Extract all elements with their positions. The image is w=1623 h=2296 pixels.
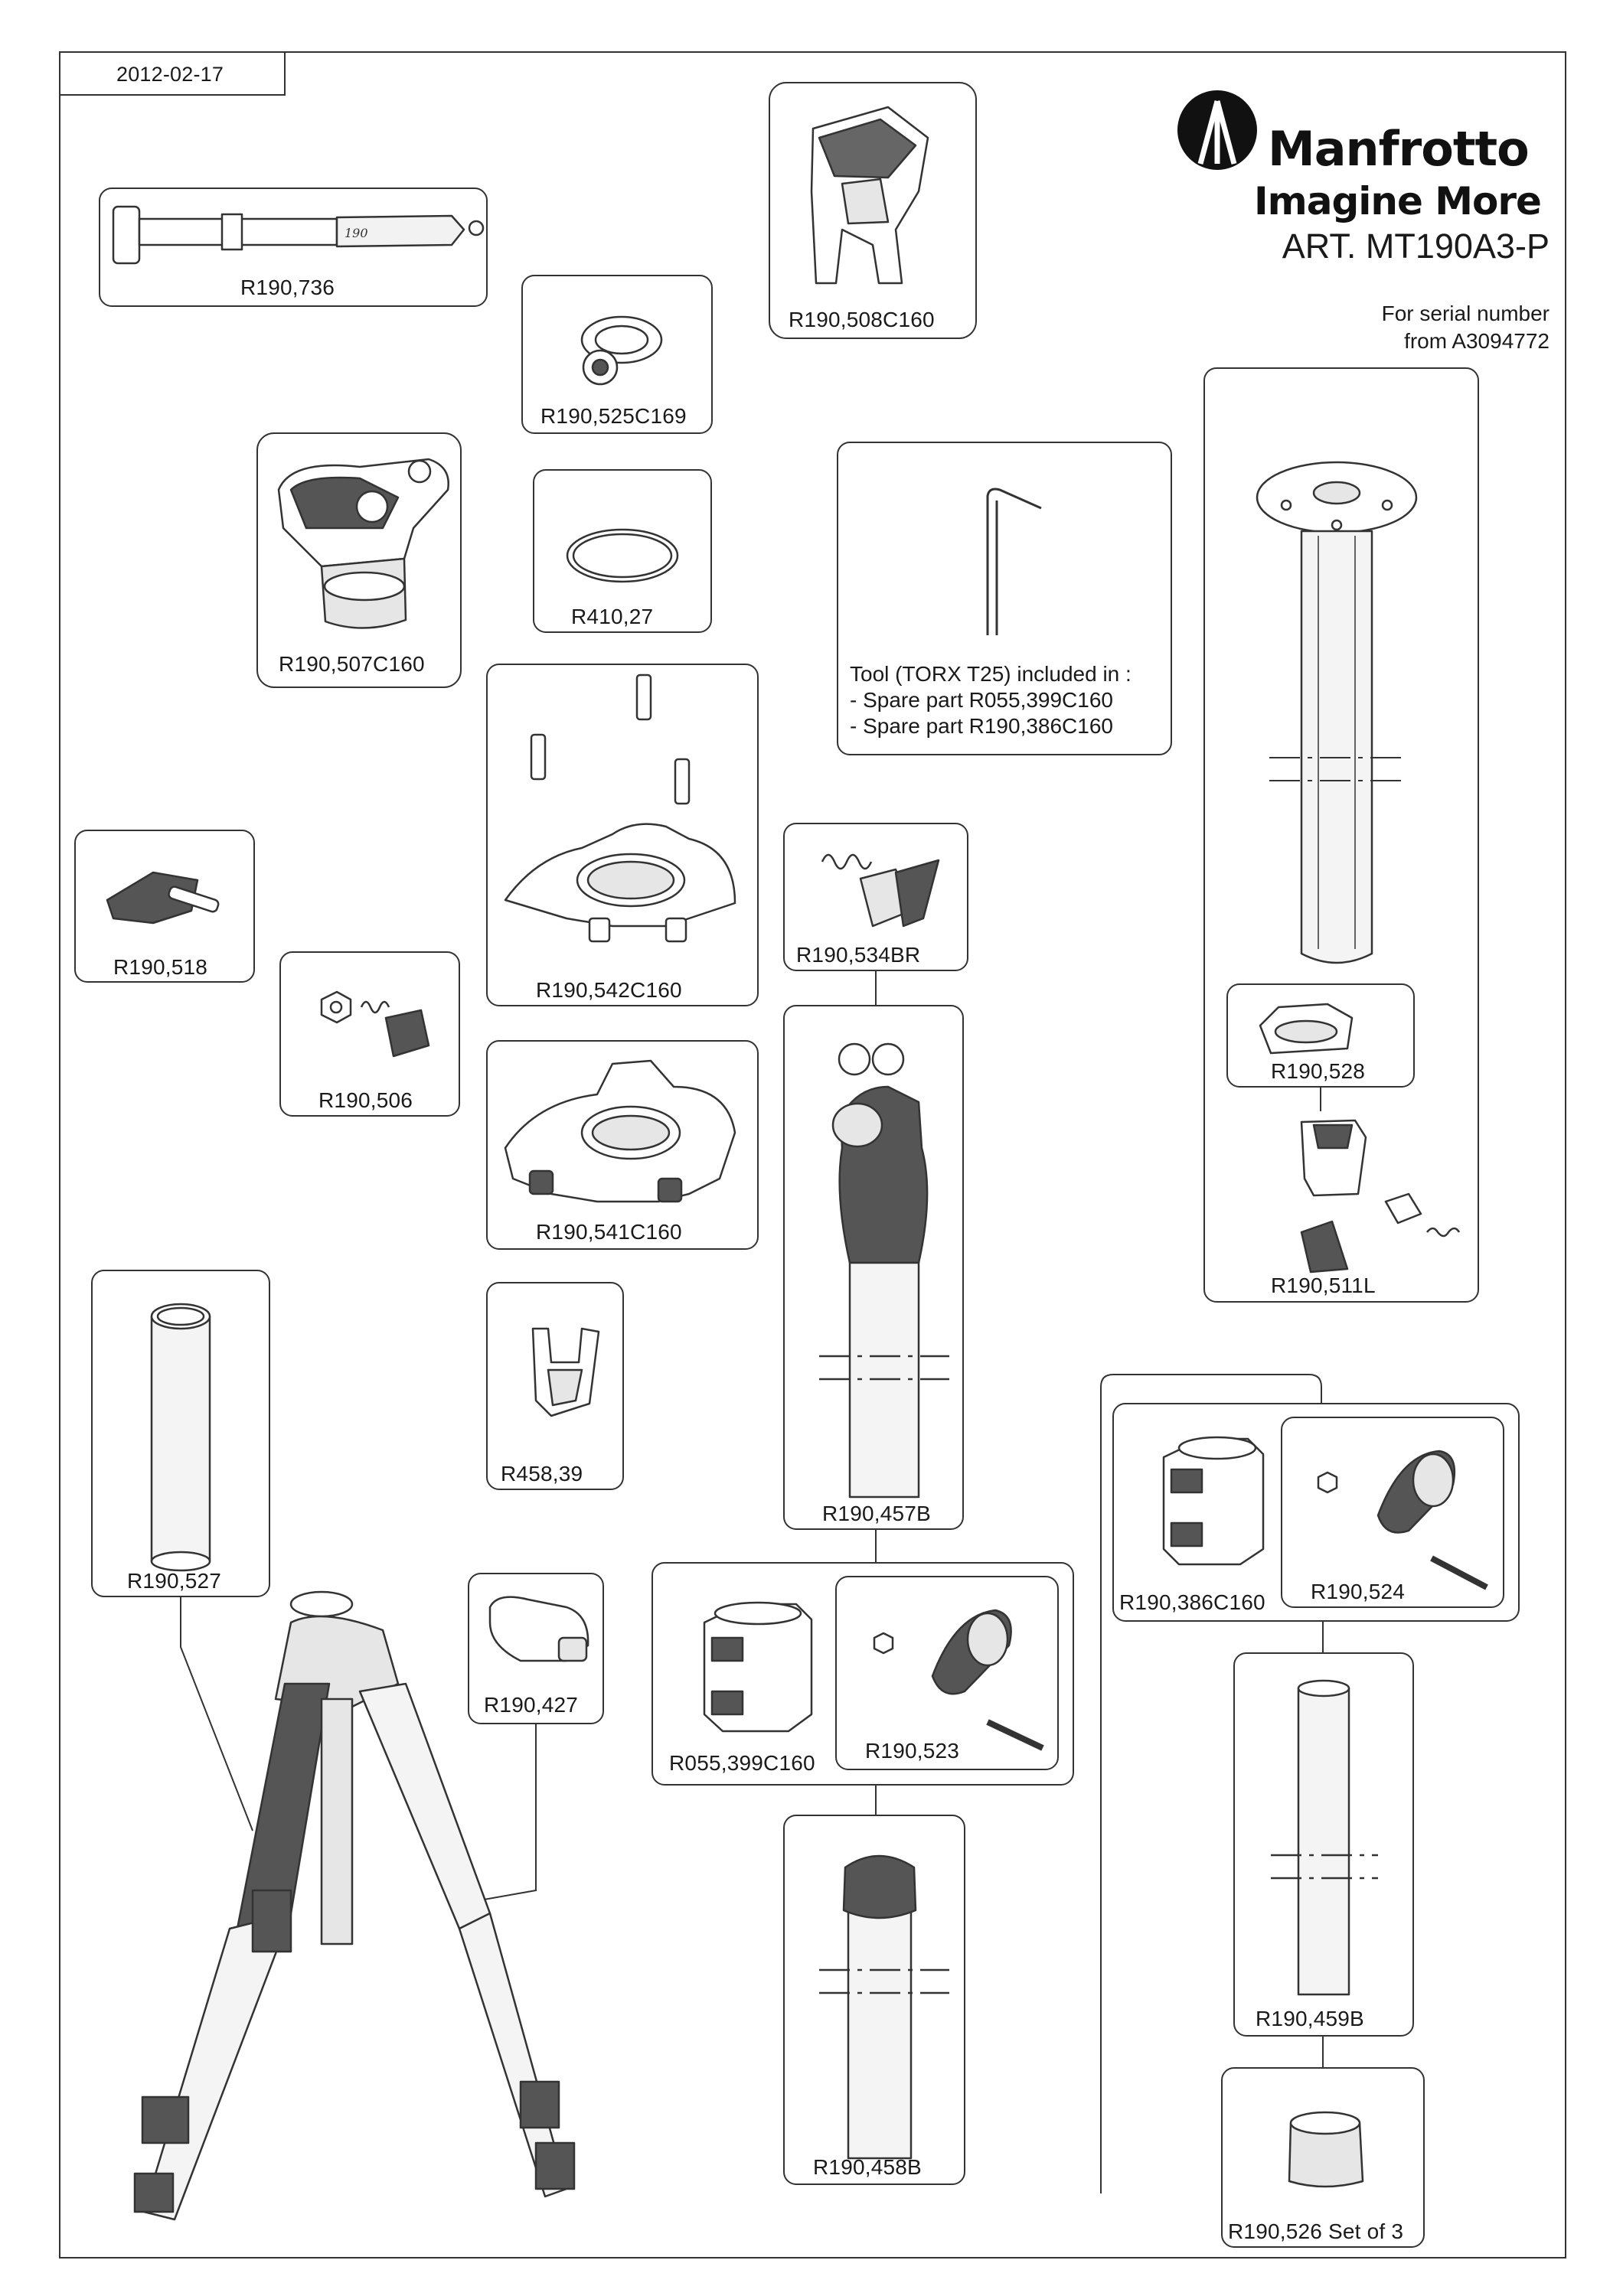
part-label-top-casting: R190,508C160 [789,308,935,331]
brand-tagline: Imagine More [1254,179,1542,223]
part-label-lever-523: R190,523 [865,1739,960,1763]
ring-box [533,469,712,633]
leg-lock-534-drawing [821,853,940,928]
tool-box [837,442,1172,755]
part-label-strap: R190,736 [240,276,335,299]
strap-box [99,188,488,307]
part-label-lever-518: R190,518 [113,955,208,979]
tool-note-line1: Tool (TORX T25) included in : [850,662,1132,686]
lever-523-drawing [873,1609,1044,1751]
part-label-column-lock: R190,507C160 [279,652,425,676]
column-foot-drawing [1259,1003,1354,1055]
date-tab [60,52,286,96]
spider-drawing [504,673,736,943]
clip-box [486,1282,624,1490]
leader-hook [483,1724,537,1900]
spider-box [486,664,759,1006]
column-511-parts-drawing [1300,1119,1461,1274]
article-number: ART. MT190A3-P [1282,227,1550,266]
brand-name: Manfrotto [1268,121,1530,177]
feet-drawing [1288,2111,1364,2188]
part-label-hook-427: R190,427 [484,1693,579,1717]
part-label-lever-524: R190,524 [1311,1580,1406,1603]
tool-note-line3: - Spare part R190,386C160 [850,714,1113,738]
ring-drawing [566,528,679,583]
lever-523-box [835,1576,1059,1770]
sheet-border [59,51,1566,2258]
part-label-nut-spring: R190,506 [318,1088,413,1112]
torx-key-drawing [986,488,1042,635]
part-label-leg-lock-534: R190,534BR [796,943,921,967]
collar-small-drawing [580,315,663,386]
nut-spring-drawing [320,990,430,1058]
date-label: 2012-02-17 [116,63,224,86]
manfrotto-logo-icon [1177,90,1257,170]
part-label-spider-base: R190,541C160 [536,1220,682,1244]
lower-leg-458-box [783,1815,965,2185]
part-label-feet: R190,526 Set of 3 [1228,2219,1404,2243]
column-lock-drawing [277,458,449,629]
part-label-mid-leg-459: R190,459B [1256,2007,1364,2030]
upper-leg-box [783,1005,964,1530]
tripod-assembly-drawing [133,1590,576,2221]
part-label-ring: R410,27 [571,605,654,628]
strap-drawing: 190 [112,205,485,265]
hook-427-drawing [488,1596,589,1662]
group-386-bracket [1100,1374,1322,2193]
upper-leg-drawing [819,1042,949,1499]
svg-text:190: 190 [345,226,368,240]
part-label-collar-small: R190,525C169 [540,404,687,428]
lever-524-drawing [1317,1450,1488,1590]
clip-drawing [531,1327,600,1417]
spider-base-box [486,1040,759,1250]
serial-note-line1: For serial number [1381,302,1550,325]
lever-524-box [1281,1417,1504,1608]
clamp-399-box [651,1562,1074,1786]
part-label-clamp-399: R055,399C160 [669,1751,815,1775]
center-column-box [1203,367,1479,1303]
leader-tube [180,1596,253,1831]
part-label-center-column: R190,511L [1271,1274,1376,1297]
nut-spring-box [279,951,460,1117]
lever-518-drawing [106,871,220,925]
tube-drawing [150,1303,211,1572]
top-casting-drawing [810,106,929,285]
serial-note-line2: from A3094772 [1404,329,1550,353]
lever-518-box [74,830,255,983]
column-lock-box [256,432,462,688]
clamp-399-drawing [703,1601,813,1733]
part-label-upper-leg: R190,457B [822,1502,931,1525]
part-label-clip: R458,39 [501,1462,583,1486]
clamp-386-box [1112,1403,1520,1622]
spider-base-drawing [504,1059,736,1203]
top-casting-box [769,82,977,339]
tool-note-line2: - Spare part R055,399C160 [850,688,1113,712]
part-label-lower-leg-458: R190,458B [813,2155,922,2179]
center-column-drawing [1256,461,1418,964]
mid-leg-459-drawing [1271,1679,1378,1996]
collar-small-box [521,275,713,434]
part-label-tube: R190,527 [127,1569,222,1593]
lower-leg-458-drawing [819,1854,949,2160]
part-label-spider: R190,542C160 [536,978,682,1002]
clamp-386-drawing [1162,1436,1265,1566]
part-label-column-foot: R190,528 [1271,1059,1366,1083]
part-label-clamp-386: R190,386C160 [1119,1590,1265,1614]
